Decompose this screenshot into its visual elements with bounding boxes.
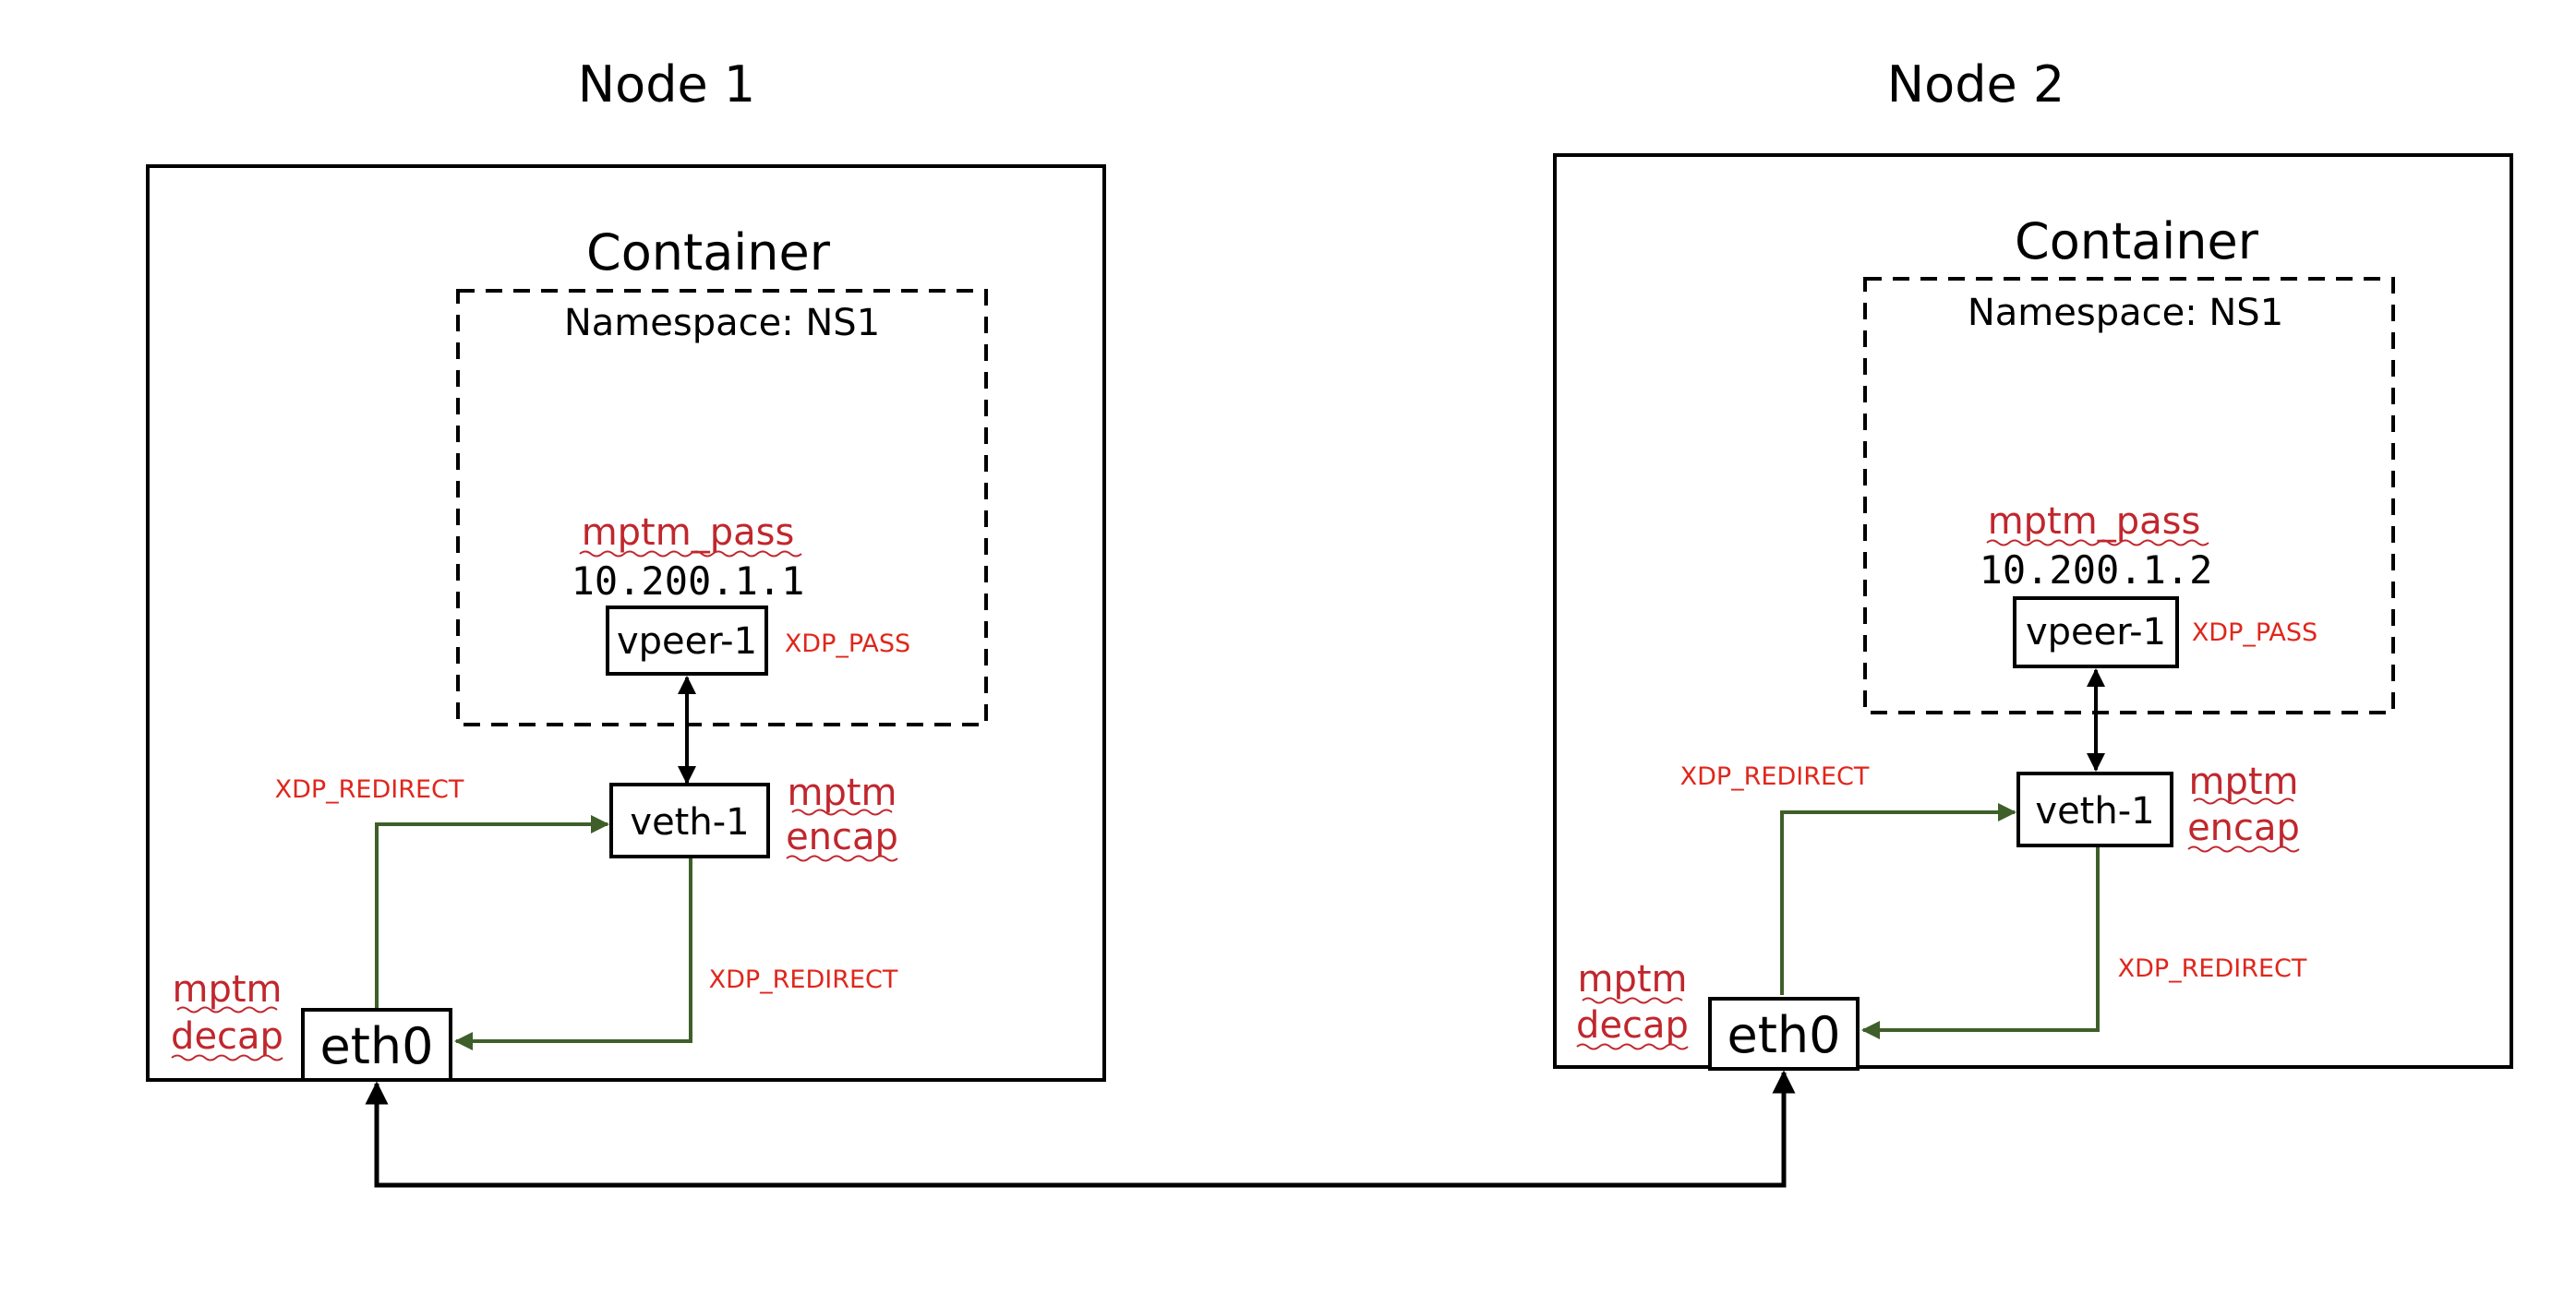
node1-pass-squiggle [579, 550, 802, 558]
node2-encap-squiggle1 [2193, 797, 2294, 805]
node1-veth-box [609, 783, 770, 858]
node2-pass-program: mptm_pass [1988, 500, 2201, 543]
node2-encap-line1: mptm [2188, 761, 2298, 803]
node1-vpeer-label: vpeer-1 [617, 620, 757, 663]
node2-vpeer-label: vpeer-1 [2026, 611, 2166, 654]
node1-title: Node 1 [578, 55, 755, 114]
node2-eth-to-veth-arrow [1780, 803, 2016, 995]
node2-veth-to-eth-arrow [1861, 847, 2100, 1039]
node2-encap-line2: encap [2187, 807, 2300, 849]
node1-decap-line1: mptm [172, 968, 282, 1011]
node1-redirect-top: XDP_REDIRECT [275, 775, 464, 804]
node2-namespace-box [1863, 277, 2395, 714]
node2-ip: 10.200.1.2 [1980, 547, 2213, 593]
node1-ip: 10.200.1.1 [572, 558, 805, 604]
node2-container-label: Container [2015, 212, 2259, 270]
node1-decap-squiggle1 [176, 1006, 278, 1013]
node1-decap-line2: decap [171, 1015, 283, 1058]
node1-container-label: Container [586, 223, 831, 282]
node1-veth-to-eth-arrow [454, 858, 692, 1050]
node2-title: Node 2 [1887, 55, 2064, 114]
node2-redirect-bottom: XDP_REDIRECT [2118, 954, 2307, 983]
node1-node2-link [365, 1070, 1796, 1188]
node1-namespace-box [456, 289, 988, 726]
node1-pass-program: mptm_pass [582, 511, 795, 554]
node2-decap-line2: decap [1576, 1004, 1689, 1047]
node2-redirect-top: XDP_REDIRECT [1680, 762, 1870, 791]
node1-xdp-pass: XDP_PASS [785, 630, 910, 658]
node1-eth-to-veth-arrow [375, 815, 609, 1008]
node2-veth-label: veth-1 [2035, 790, 2154, 833]
node2-decap-squiggle1 [1582, 997, 1683, 1004]
node2-eth0-label: eth0 [1727, 1006, 1841, 1064]
node2-decap-line1: mptm [1577, 958, 1687, 1001]
node2-box [1553, 153, 2513, 1069]
node2-encap-squiggle2 [2187, 845, 2300, 853]
node1-eth0-label: eth0 [320, 1017, 434, 1075]
node1-encap-squiggle1 [791, 809, 893, 816]
node1-encap-squiggle2 [786, 855, 898, 862]
node1-veth-label: veth-1 [630, 801, 749, 844]
node2-namespace-label: Namespace: NS1 [1968, 292, 2283, 334]
node1-eth0-box [301, 1008, 452, 1082]
node1-decap-squiggle2 [171, 1054, 283, 1061]
node2-pass-squiggle [1986, 539, 2209, 546]
node2-decap-squiggle2 [1576, 1043, 1689, 1050]
node2-veth-box [2016, 772, 2173, 847]
node2-xdp-pass: XDP_PASS [2192, 618, 2317, 647]
node1-vpeer-box [606, 606, 768, 676]
node2-eth0-box [1708, 997, 1860, 1071]
node2-vpeer-box [2013, 596, 2179, 668]
node1-encap-line2: encap [786, 816, 898, 858]
node1-redirect-bottom: XDP_REDIRECT [709, 965, 898, 994]
node1-namespace-label: Namespace: NS1 [564, 302, 880, 344]
node1-encap-line1: mptm [787, 772, 897, 814]
